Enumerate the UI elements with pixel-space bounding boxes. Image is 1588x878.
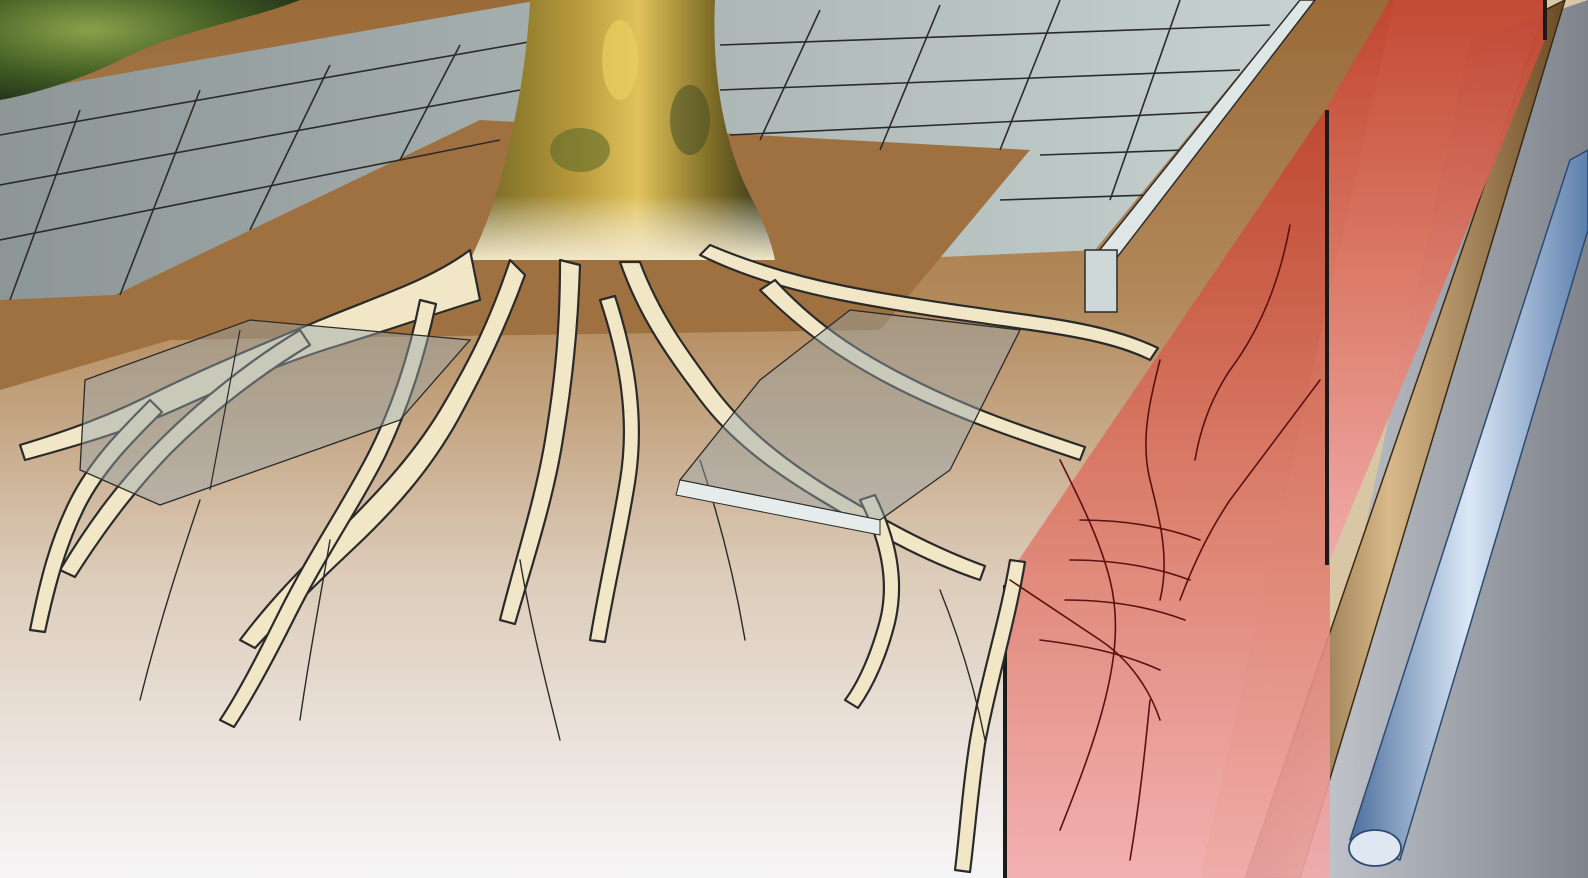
tree-root-diagram [0,0,1588,878]
